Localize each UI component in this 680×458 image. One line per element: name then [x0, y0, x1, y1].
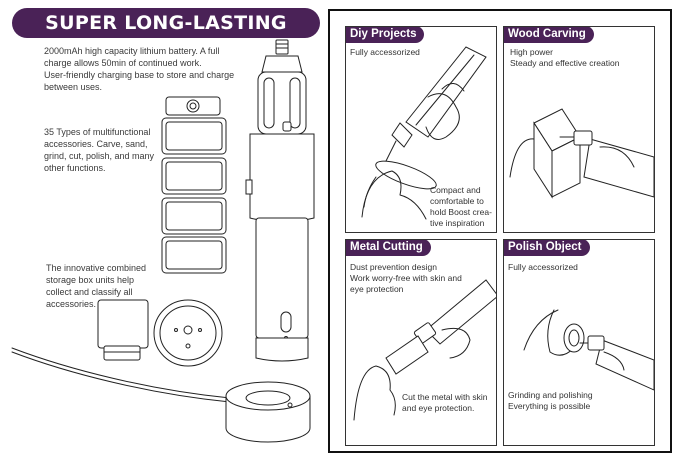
- accessories-line: grind, cut, polish, and many: [44, 151, 155, 161]
- accessory-storage-stack: [161, 96, 227, 274]
- panel-line: Work worry-free with skin and: [350, 273, 462, 283]
- note-line: Compact and: [430, 185, 481, 195]
- panel-line: eye protection: [350, 284, 404, 294]
- panel-tag: Wood Carving: [504, 27, 594, 43]
- rotary-tool: [245, 39, 315, 362]
- note-line: Grinding and polishing: [508, 390, 593, 400]
- panel-note: Compact and comfortable to hold Boost cr…: [430, 185, 496, 229]
- product-illustration: [11, 39, 315, 443]
- storage-description: The innovative combined storage box unit…: [46, 262, 166, 310]
- polish-illustration: [523, 309, 654, 391]
- storage-line: The innovative combined: [46, 263, 147, 273]
- panel-line: High power: [510, 47, 553, 57]
- charging-cable: [11, 347, 231, 399]
- note-line: Cut the metal with skin: [402, 392, 488, 402]
- round-lid: [153, 299, 223, 367]
- panel-polish-object: Polish Object Fully accessorized Grindin…: [503, 239, 655, 446]
- accessories-line: 35 Types of multifunctional: [44, 127, 151, 137]
- panel-line: Steady and effective creation: [510, 58, 620, 68]
- use-cases-frame: Diy Projects Fully accessorized Compact …: [328, 9, 672, 453]
- panel-wood-carving: Wood Carving High power Steady and effec…: [503, 26, 655, 233]
- panel-metal-cutting: Metal Cutting Dust prevention design Wor…: [345, 239, 497, 446]
- panel-tag: Polish Object: [504, 240, 590, 256]
- panel-lines: High power Steady and effective creation: [510, 47, 619, 69]
- accessories-line: other functions.: [44, 163, 106, 173]
- note-line: hold Boost crea-: [430, 207, 492, 217]
- storage-line: accessories.: [46, 299, 97, 309]
- metal-illustration: [353, 279, 496, 421]
- storage-box-unit: [97, 299, 149, 361]
- panel-diy-projects: Diy Projects Fully accessorized Compact …: [345, 26, 497, 233]
- note-line: comfortable to: [430, 196, 484, 206]
- panel-note: Grinding and polishing Everything is pos…: [508, 390, 654, 412]
- battery-line: 2000mAh high capacity lithium battery. A…: [44, 46, 220, 56]
- battery-line: User-friendly charging base to store and…: [44, 70, 235, 80]
- diy-illustration: [361, 46, 487, 220]
- charging-base: [225, 381, 311, 443]
- accessories-line: accessories. Carve, sand,: [44, 139, 148, 149]
- storage-line: collect and classify all: [46, 287, 133, 297]
- panel-subtitle: Fully accessorized: [508, 262, 578, 272]
- battery-description: 2000mAh high capacity lithium battery. A…: [44, 45, 274, 93]
- note-line: Everything is possible: [508, 401, 591, 411]
- accessories-description: 35 Types of multifunctional accessories.…: [44, 126, 174, 174]
- headline-text: SUPER LONG-LASTING: [45, 12, 287, 34]
- headline-banner: SUPER LONG-LASTING: [12, 8, 320, 38]
- battery-line: between uses.: [44, 82, 103, 92]
- panel-line: Dust prevention design: [350, 262, 437, 272]
- panel-lines: Dust prevention design Work worry-free w…: [350, 262, 496, 295]
- panel-subtitle: Fully accessorized: [350, 47, 420, 57]
- panel-tag: Diy Projects: [346, 27, 425, 43]
- storage-line: storage box units help: [46, 275, 135, 285]
- note-line: and eye protection.: [402, 403, 475, 413]
- battery-line: charge allows 50min of continued work.: [44, 58, 202, 68]
- wood-illustration: [509, 108, 654, 199]
- panel-note: Cut the metal with skin and eye protecti…: [402, 392, 496, 414]
- panel-tag: Metal Cutting: [346, 240, 431, 256]
- note-line: tive inspiration: [430, 218, 485, 228]
